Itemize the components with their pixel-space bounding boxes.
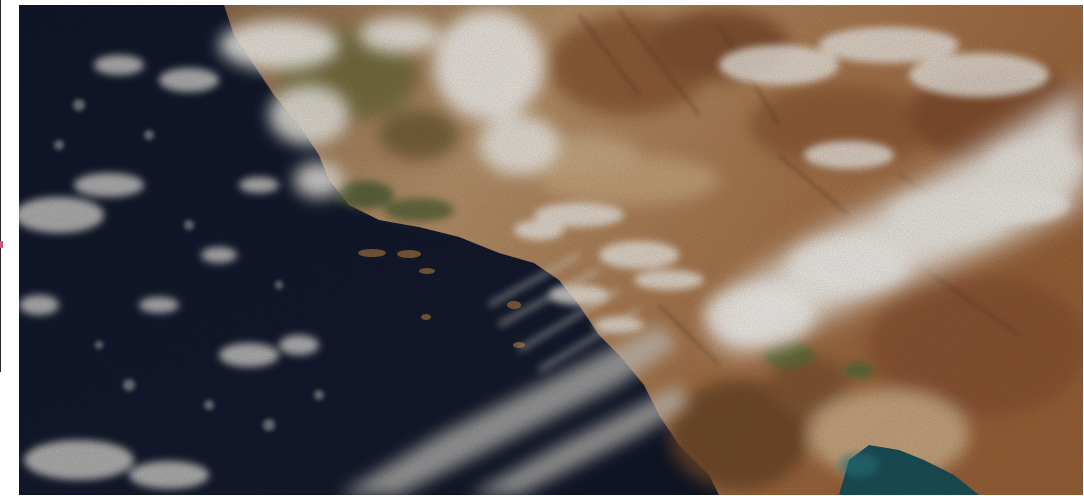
- satellite-image: [19, 5, 1083, 495]
- image-grain-overlay: [19, 5, 1083, 495]
- left-edge-divider: [0, 0, 1, 372]
- satellite-image-canvas: [19, 5, 1083, 495]
- left-edge-marker: [0, 241, 3, 248]
